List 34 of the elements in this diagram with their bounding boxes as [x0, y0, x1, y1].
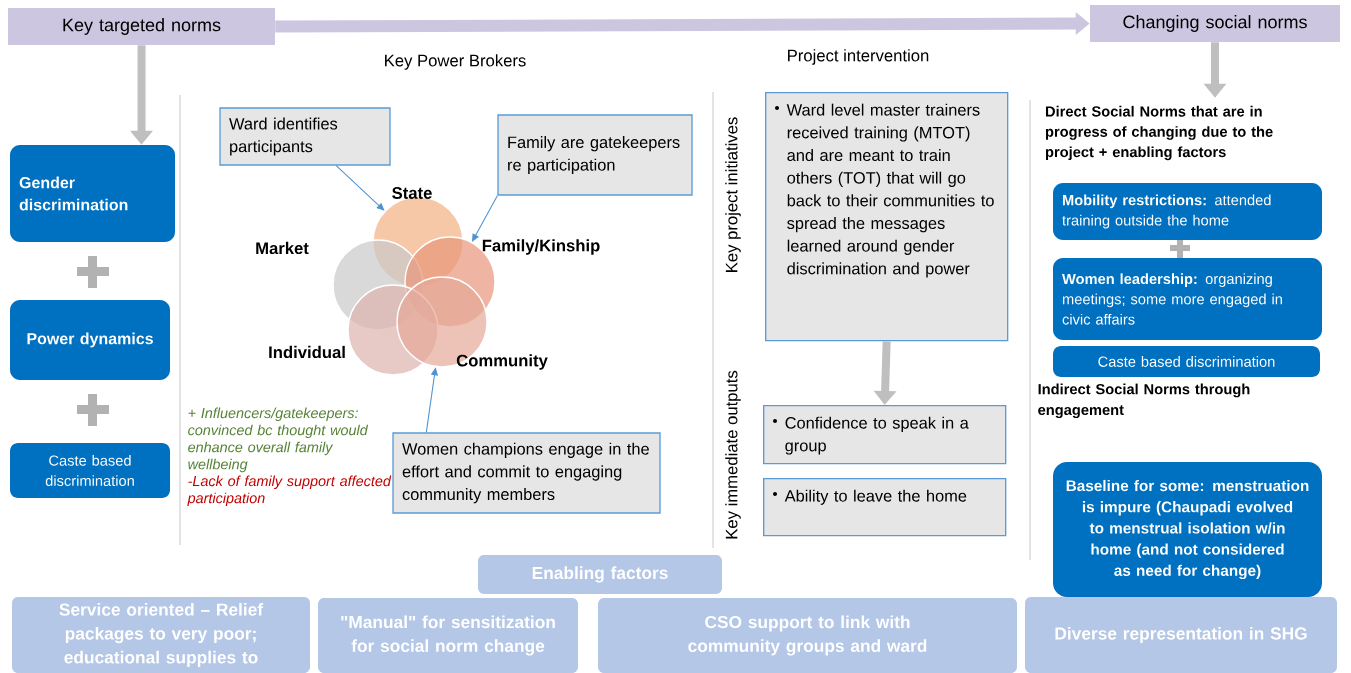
norm-box: Women leadership: organizing meetings; some more engaged in civic affairs [1053, 258, 1322, 340]
circle-label: Market [256, 241, 309, 255]
row-heading: Key immediate outputs [725, 370, 741, 539]
factor-box: CSO support to link with community groups and ward [598, 598, 1017, 673]
circle-label: Family/Kinship [482, 239, 600, 255]
note-text: -Lack of family support affected participation [187, 475, 392, 507]
row-heading: Key project initiatives [725, 117, 741, 272]
arrow [335, 165, 385, 211]
intervention-box: Ward level master trainers received training (MTOT) and are meant to train others (TOT) that will go back to their communities to spread the messages learned around gender discrimination and power [765, 92, 1009, 342]
norm-box: Baseline for some: menstruation is impure (Chaupadi evolved to menstrual isolation w/in home (and not considered as need for change) [1053, 462, 1322, 597]
factor-box: Service oriented – Relief packages to very poor; educational supplies to [12, 597, 310, 673]
section-heading: Indirect Social Norms through engagement [1038, 383, 1250, 418]
callout-box: Ward identifies participants [219, 107, 391, 166]
factor-box: Diverse representation in SHG [1025, 597, 1337, 673]
output-box: Confidence to speak in a group [763, 405, 1007, 465]
norm-box: Caste based discrimination [10, 443, 170, 498]
output-box: Ability to leave the home [763, 478, 1007, 537]
section-heading: Project intervention [788, 49, 929, 65]
section-heading: Key Power Brokers [385, 54, 526, 70]
circle-label: Individual [269, 345, 345, 359]
callout-box: Family are gatekeepers re participation [497, 114, 693, 196]
header-box: Key targeted norms [8, 8, 275, 45]
norm-box: Power dynamics [10, 300, 170, 380]
callout-box: Women champions engage in the effort and commit to engaging community members [392, 432, 661, 514]
circle-label: State [392, 187, 432, 199]
circle-label: Community [456, 354, 548, 370]
norm-box: Mobility restrictions: attended training outside the home [1053, 183, 1322, 240]
norm-box: Caste based discrimination [1053, 346, 1320, 377]
factor-box: Enabling factors [478, 555, 722, 594]
section-heading: Direct Social Norms that are in progress of changing due to the project + enabling factors [1045, 105, 1273, 161]
norm-box: Gender discrimination [10, 145, 175, 242]
arrow [472, 195, 498, 242]
note-text: + Influencers/gatekeepers: convinced bc thought would enhance overall family wellbeing [188, 407, 369, 473]
factor-box: "Manual" for sensitization for social norm change [318, 598, 578, 673]
